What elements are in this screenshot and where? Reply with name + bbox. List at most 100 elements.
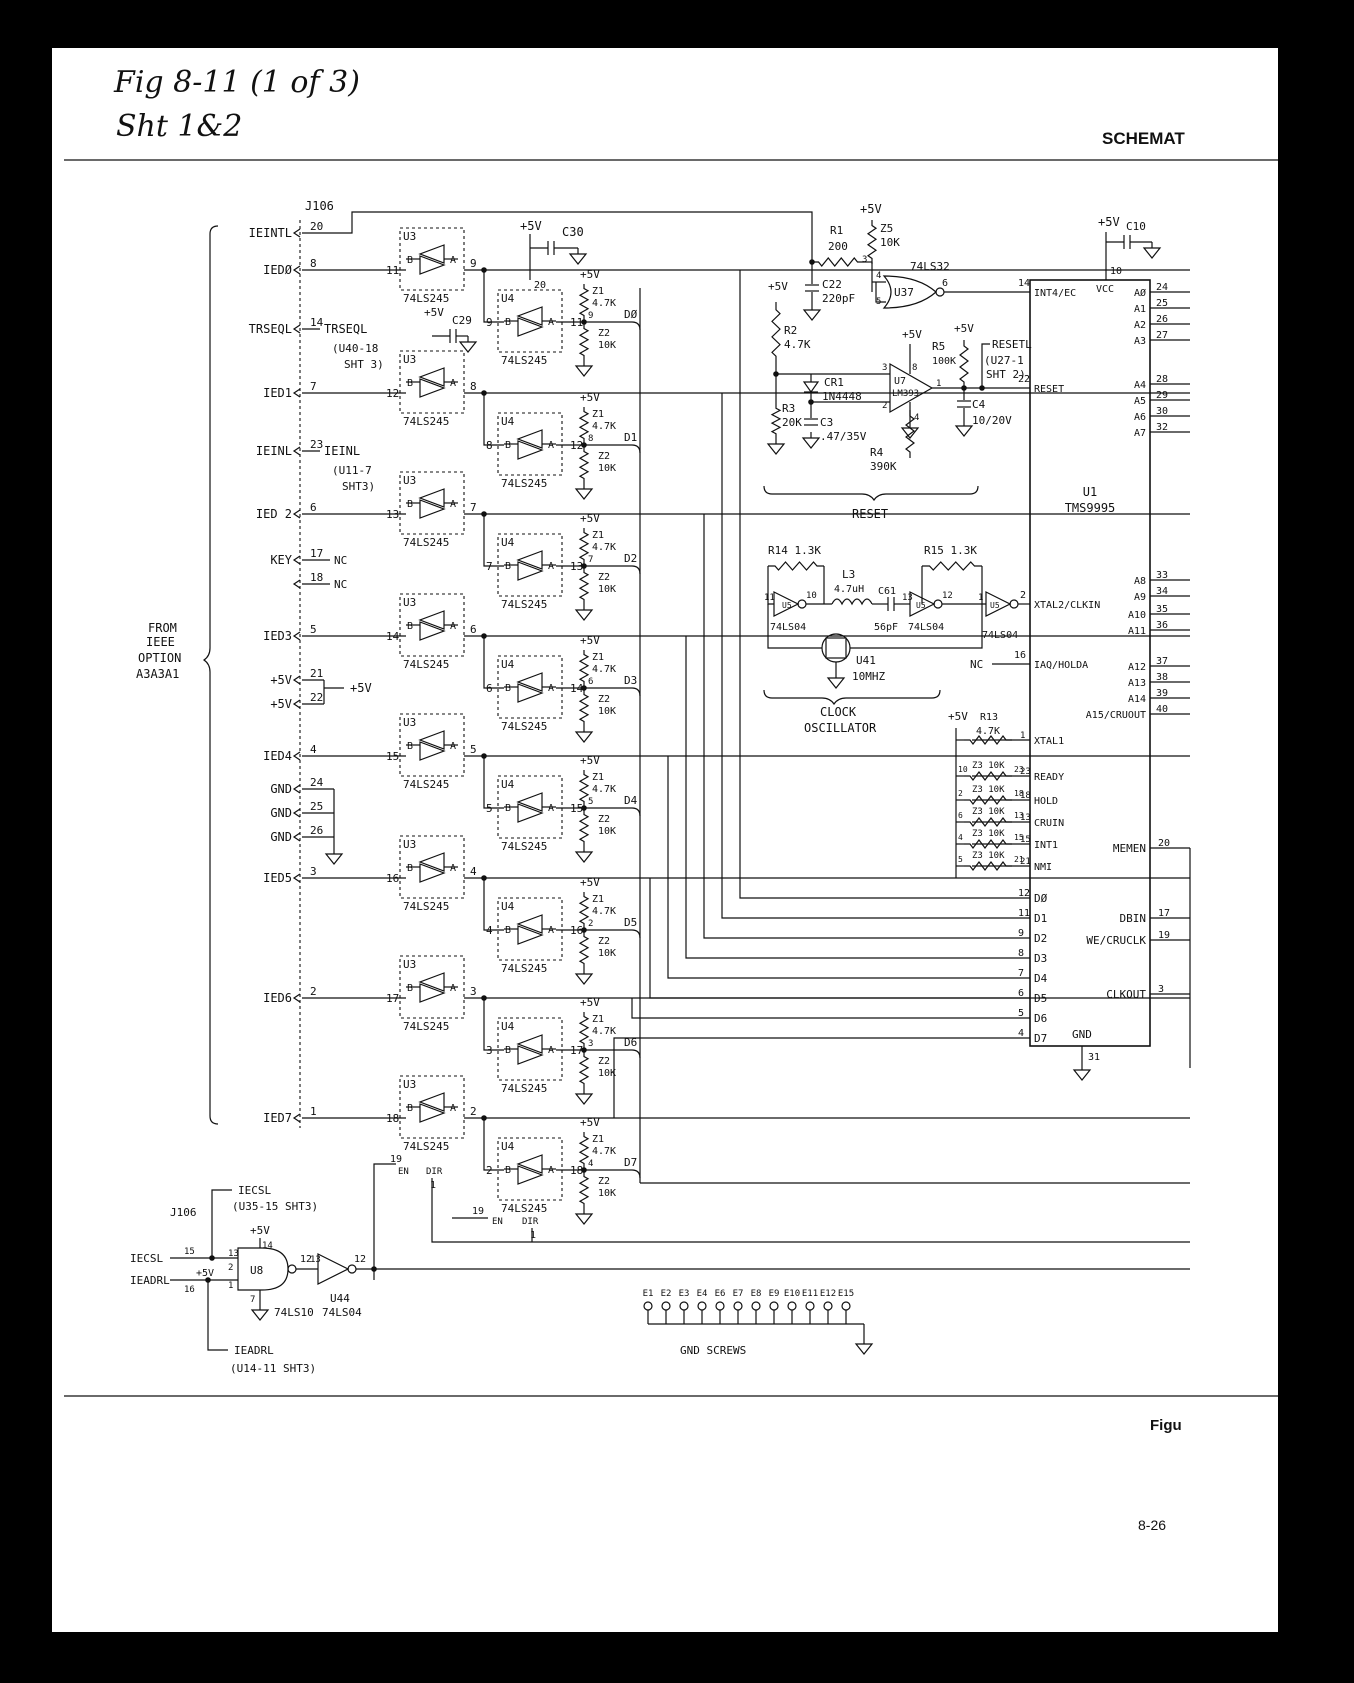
cpu-pin-number: 30 [1156, 406, 1168, 417]
screw-label: E9 [769, 1289, 780, 1299]
transceiver-outline [399, 593, 465, 657]
transceiver-part: 74LS245 [403, 900, 449, 913]
transceiver-part: 74LS245 [403, 778, 449, 791]
r3-resistor [770, 404, 782, 438]
resetl-wire [981, 343, 990, 388]
pin-b-label: B [407, 621, 413, 632]
connector-signal-label: IED4 [263, 749, 292, 763]
schematic-title: SCHEMAT [1102, 129, 1185, 148]
transceiver-outline [399, 835, 465, 899]
cpu-pin-name: D3 [1034, 952, 1047, 965]
plus5v-label: +5V [580, 512, 600, 525]
transceiver-part: 74LS245 [501, 598, 547, 611]
resetl-ref: RESETL [992, 338, 1032, 351]
cpu-pin-number: 31 [1088, 1052, 1100, 1063]
pin-a-label: A [450, 863, 456, 874]
j106-label: J106 [170, 1206, 197, 1219]
ground-triangle [568, 253, 588, 265]
schematic-drawing: Fig 8-11 (1 of 3) Sht 1&2 SCHEMAT Figu 8… [64, 65, 1278, 1533]
cpu-pin-name: NMI [1034, 862, 1052, 873]
pin-label: 6 [942, 278, 948, 289]
pin-label: 3 [882, 363, 887, 373]
z1-resistor [578, 528, 590, 564]
screw-terminal [733, 1301, 743, 1311]
ground-symbol [574, 1208, 594, 1225]
svg-text:FROM: FROM [148, 621, 177, 635]
z2-resistor [578, 568, 590, 604]
data-line-label: D2 [624, 552, 637, 565]
u44-part: 74LS04 [322, 1306, 362, 1319]
pin-label: 2 [1020, 590, 1026, 601]
ground-triangle [574, 973, 594, 985]
cpu-pin-number: 25 [1156, 298, 1168, 309]
connector-signal-label: IED6 [263, 991, 292, 1005]
u5-part: 74LS04 [770, 622, 806, 633]
z1-label: Z1 [592, 409, 604, 420]
connector-signal-label: TRSEQL [249, 322, 292, 336]
cpu-pin-number: 9 [1018, 928, 1024, 939]
cpu-pin-name: A11 [1128, 626, 1146, 637]
cpu-ref: U1 [1083, 485, 1097, 499]
connector-pin-number: 20 [310, 220, 323, 233]
z1-resistor [578, 892, 590, 928]
connector-signal-label: IED5 [263, 871, 292, 885]
u3-pin: 4 [470, 865, 477, 878]
ground-symbol [954, 420, 974, 437]
wire [767, 604, 822, 649]
transceiver-part: 74LS245 [501, 1202, 547, 1215]
ground-symbol [766, 438, 786, 455]
pin-label: 4 [876, 271, 881, 281]
u3-u4-link [483, 756, 504, 809]
cpu-pin-name: D6 [1034, 1012, 1047, 1025]
connector-arrow [292, 228, 301, 238]
data-bus-to-cpu [739, 270, 1030, 899]
pin-label: 13 [228, 1249, 239, 1259]
buffer-triangle [516, 792, 543, 812]
pin-a-label: A [450, 983, 456, 994]
cpu-pin-number: 18 [1020, 791, 1031, 801]
screw-terminal [715, 1301, 725, 1311]
z2-value: 10K [598, 1188, 616, 1199]
cpu-pin-number: 17 [1158, 908, 1170, 919]
connector-pin-number: 24 [310, 776, 324, 789]
data-line-label: DØ [624, 308, 638, 321]
pin-label: 15 [184, 1247, 195, 1257]
z-pin: 4 [588, 1159, 593, 1169]
connector-signal-label: KEY [270, 553, 292, 567]
c4-label: C4 [972, 398, 986, 411]
cpu-pin-number: 26 [1156, 314, 1168, 325]
transceiver-part: 74LS245 [403, 1020, 449, 1033]
screw-label: E7 [733, 1289, 744, 1299]
u3-u4-link [483, 1118, 504, 1171]
ground-triangle [766, 443, 786, 455]
transceiver-outline [399, 955, 465, 1019]
z1-label: Z1 [592, 286, 604, 297]
cpu-pin-number: 12 [1018, 888, 1030, 899]
connector-pin-number: 21 [310, 667, 323, 680]
u5-part: 74LS04 [908, 622, 944, 633]
pin-label: 13 [310, 1255, 321, 1265]
buffer-triangle [517, 1045, 544, 1065]
cpu-pin-name: DBIN [1120, 912, 1147, 925]
pin-b-label: B [505, 683, 511, 694]
r2-label: R2 [784, 324, 797, 337]
ground-triangle [854, 1343, 874, 1355]
r1-value: 200 [828, 240, 848, 253]
c30-label: C30 [562, 225, 584, 239]
iecsl-ref: IECSL [238, 1184, 271, 1197]
pin-label: 4 [914, 413, 919, 423]
connector-arrow [292, 699, 301, 709]
connector-arrow [292, 509, 301, 519]
pin-a-label: A [548, 561, 554, 572]
u44-inverter [317, 1253, 350, 1285]
cpu-pin-name: MEMEN [1113, 842, 1146, 855]
pin-a-label: A [548, 1165, 554, 1176]
z1-resistor [578, 650, 590, 686]
en-line-u3 [373, 1163, 396, 1280]
